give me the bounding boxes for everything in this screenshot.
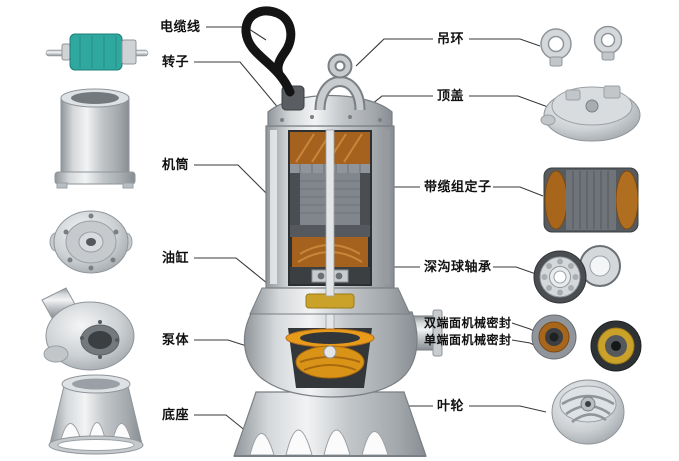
leader-impeller-right — [469, 405, 547, 413]
ball-bearing-photo — [533, 245, 621, 304]
top-cover-photo — [540, 85, 641, 142]
label-single-seal: 单端面机械密封 — [424, 333, 512, 347]
motor-barrel-photo — [54, 88, 136, 189]
pump-volute — [243, 295, 443, 398]
pump-shaft — [325, 129, 335, 297]
pump-motor-housing — [265, 125, 395, 297]
label-double-seal: 双端面机械密封 — [424, 316, 512, 330]
leader-stator-right — [493, 186, 544, 197]
label-pump-body: 泵体 — [162, 332, 190, 347]
base-stand-photo — [48, 374, 144, 455]
label-cable: 电缆线 — [160, 19, 201, 34]
label-top-cover: 顶盖 — [437, 88, 465, 103]
leader-bearing-right — [493, 266, 537, 275]
leader-barrel — [194, 164, 272, 199]
pump-cutaway-illustration — [233, 6, 443, 457]
impeller-photo — [551, 379, 625, 445]
power-cable — [241, 6, 296, 97]
mechanical-seals-photo — [531, 314, 642, 372]
leader-lifting-ring-left — [355, 38, 433, 67]
label-rotor: 转子 — [162, 54, 190, 69]
label-bearing: 深沟球轴承 — [424, 259, 492, 274]
label-oil-cylinder: 油缸 — [162, 250, 190, 265]
rotor-photo — [45, 33, 149, 71]
pump-impeller-cutaway — [285, 328, 375, 379]
pump-body-photo — [41, 287, 135, 371]
label-impeller: 叶轮 — [437, 398, 465, 413]
label-barrel: 机筒 — [162, 157, 190, 172]
leader-lifting-ring-right — [469, 38, 541, 47]
label-lifting-ring: 吊环 — [437, 31, 465, 46]
bearing-seat-photo — [49, 210, 133, 274]
leader-top-cover-right — [469, 95, 549, 108]
leader-oil-cylinder — [194, 257, 279, 293]
stator-photo — [543, 167, 639, 233]
pump-motor-cutaway — [288, 129, 372, 297]
label-stator: 带缆组定子 — [424, 179, 492, 194]
lifting-eyebolts-photo — [540, 25, 623, 67]
label-base: 底座 — [162, 407, 190, 422]
pump-lifting-eye — [314, 53, 366, 111]
leader-cable — [206, 26, 267, 41]
pump-base-stand — [233, 391, 427, 457]
